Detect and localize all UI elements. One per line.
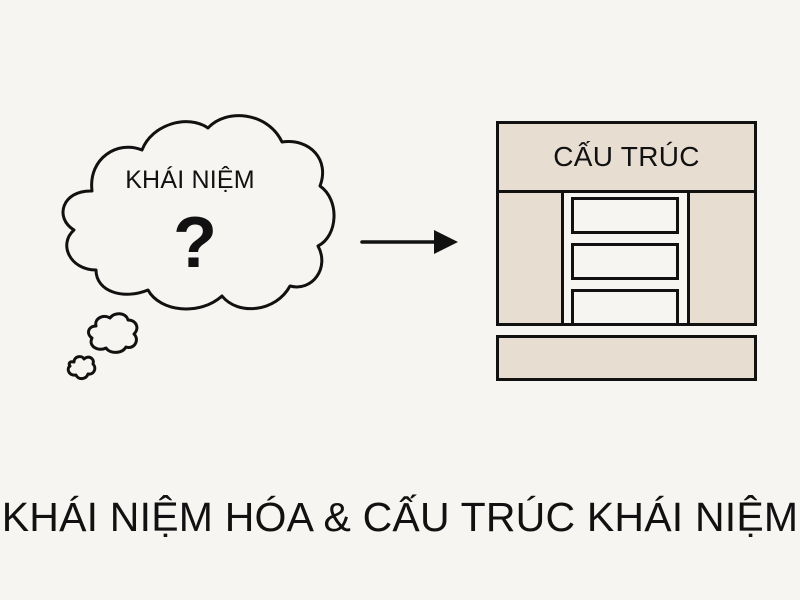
structure-footer — [496, 335, 757, 381]
structure-header: CẤU TRÚC — [499, 124, 754, 193]
concept-label: KHÁI NIỆM — [125, 166, 255, 194]
small-puff-shape — [66, 355, 97, 381]
structure-header-label: CẤU TRÚC — [553, 141, 700, 172]
structure-right-column — [687, 193, 754, 323]
arrow-right-icon — [360, 230, 458, 254]
question-mark-icon: ? — [173, 203, 217, 283]
medium-puff-shape — [87, 312, 139, 354]
structure-slot-2 — [571, 243, 679, 280]
structure-slot-1 — [571, 197, 679, 234]
structure-left-column — [499, 193, 564, 323]
main-cloud-shape — [61, 114, 336, 311]
page-title: KHÁI NIỆM HÓA & CẤU TRÚC KHÁI NIỆM — [1, 494, 799, 540]
structure-slot-3 — [571, 289, 679, 326]
structure-block: CẤU TRÚC — [496, 121, 757, 326]
